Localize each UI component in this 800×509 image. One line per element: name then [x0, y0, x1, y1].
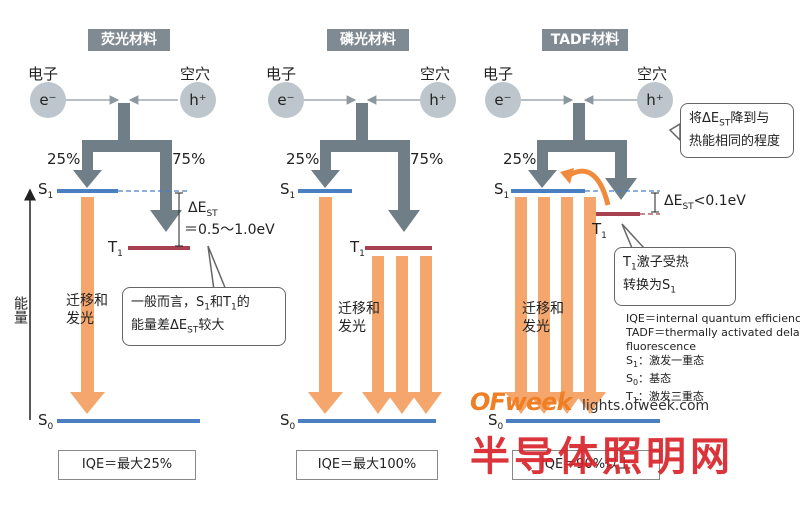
- note-thermal: T1激子受热 转换为S1: [614, 247, 736, 307]
- delta-est-label-tadf: ΔEST<0.1eV: [664, 193, 746, 212]
- panel-phosphorescence-graphics: [298, 95, 442, 423]
- t1-label: T1: [108, 238, 123, 259]
- s0-label: S0: [38, 411, 54, 432]
- panel-title-phosphorescence: 磷光材料: [327, 29, 409, 51]
- energy-axis-label: 能量: [12, 296, 28, 324]
- callout-pointer: [207, 245, 228, 291]
- t1-label: T1: [592, 220, 607, 241]
- delta-est-value: ＝0.5～1.0eV: [184, 222, 275, 238]
- panel-title-fluorescence: 荧光材料: [88, 29, 170, 51]
- iqe-tadf: IQE＝90%以上: [512, 450, 660, 480]
- electron-label: 电子: [266, 65, 297, 83]
- pct-triplet: 75%: [172, 150, 206, 168]
- hole-label: 空穴: [420, 65, 451, 83]
- triplet-arrow: [150, 210, 182, 232]
- electron-circle: e⁻: [268, 82, 304, 118]
- panel-title-tadf: TADF材料: [542, 29, 628, 51]
- hole-circle: h⁺: [420, 82, 456, 118]
- electron-circle: e⁻: [485, 82, 521, 118]
- iqe-fluorescence: IQE＝最大25%: [58, 450, 196, 480]
- electron-circle: e⁻: [30, 82, 66, 118]
- s1-label: S1: [494, 180, 510, 201]
- s1-label: S1: [38, 180, 54, 201]
- pct-singlet: 25%: [286, 150, 320, 168]
- watermark-brand: OFweek: [470, 388, 572, 416]
- split-bar: [82, 140, 172, 152]
- pct-triplet: 75%: [410, 150, 444, 168]
- emission-label: 迁移和发光: [338, 301, 380, 335]
- note-reduce-gap: 将ΔEST降到与 热能相同的程度: [680, 103, 794, 158]
- pct-singlet: 25%: [503, 150, 537, 168]
- panel-tadf-graphics: [505, 95, 681, 423]
- s1-label: S1: [280, 180, 296, 201]
- note-general: 一般而言，S1和T1的 能量差ΔEST较大: [122, 287, 286, 347]
- emission-label: 迁移和发光: [522, 301, 564, 335]
- pct-singlet: 25%: [47, 150, 81, 168]
- singlet-arrow: [73, 170, 102, 188]
- s0-label: S0: [488, 411, 504, 432]
- hole-circle: h⁺: [637, 82, 673, 118]
- merge-stem: [118, 103, 130, 143]
- panel-fluorescence-graphics: [57, 95, 228, 423]
- s0-label: S0: [280, 411, 296, 432]
- hole-label: 空穴: [180, 65, 211, 83]
- emission-arrow: [81, 197, 94, 393]
- delta-est-label: ΔEST: [188, 200, 218, 219]
- hole-label: 空穴: [637, 65, 668, 83]
- emission-label: 迁移和发光: [66, 293, 108, 327]
- electron-label: 电子: [28, 65, 59, 83]
- iqe-phosphorescence: IQE＝最大100%: [296, 450, 438, 480]
- hole-circle: h⁺: [180, 82, 216, 118]
- thermal-arrow: [566, 168, 611, 206]
- legend: IQE＝internal quantum efficiency TADF＝the…: [626, 312, 800, 406]
- t1-label: T1: [350, 238, 365, 259]
- watermark-cn: 半导体照明网: [470, 434, 734, 480]
- electron-label: 电子: [483, 65, 514, 83]
- watermark-url: lights.ofweek.com: [582, 398, 710, 414]
